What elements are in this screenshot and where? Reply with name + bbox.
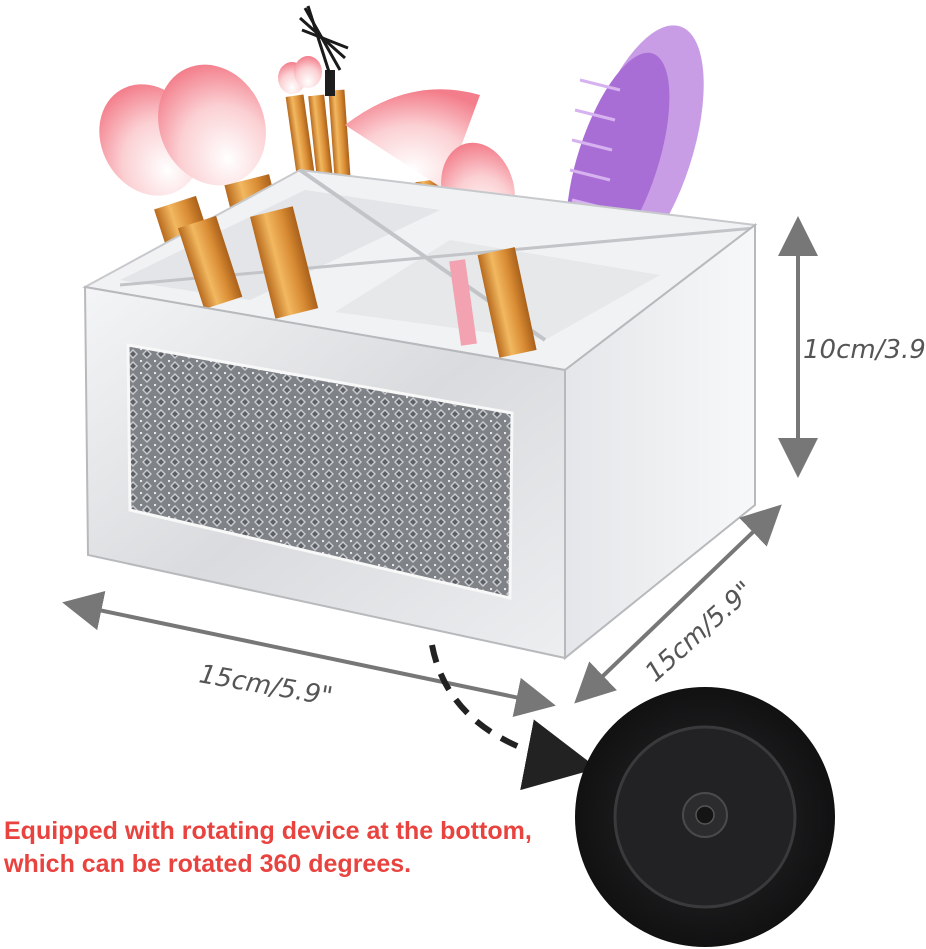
mirror-organizer-box [81,168,758,661]
dimension-arrows [62,216,818,718]
height-label: 10cm/3.9" [803,335,926,365]
depth-label: 15cm/5.9" [640,576,760,688]
rotating-base-disc [575,687,835,947]
dashed-pointer-arrow [429,644,598,791]
rotation-caption: Equipped with rotating device at the bot… [4,815,604,881]
caption-line-2: which can be rotated 360 degrees. [4,850,412,878]
width-label: 15cm/5.9" [197,659,335,712]
caption-line-1: Equipped with rotating device at the bot… [4,817,532,845]
